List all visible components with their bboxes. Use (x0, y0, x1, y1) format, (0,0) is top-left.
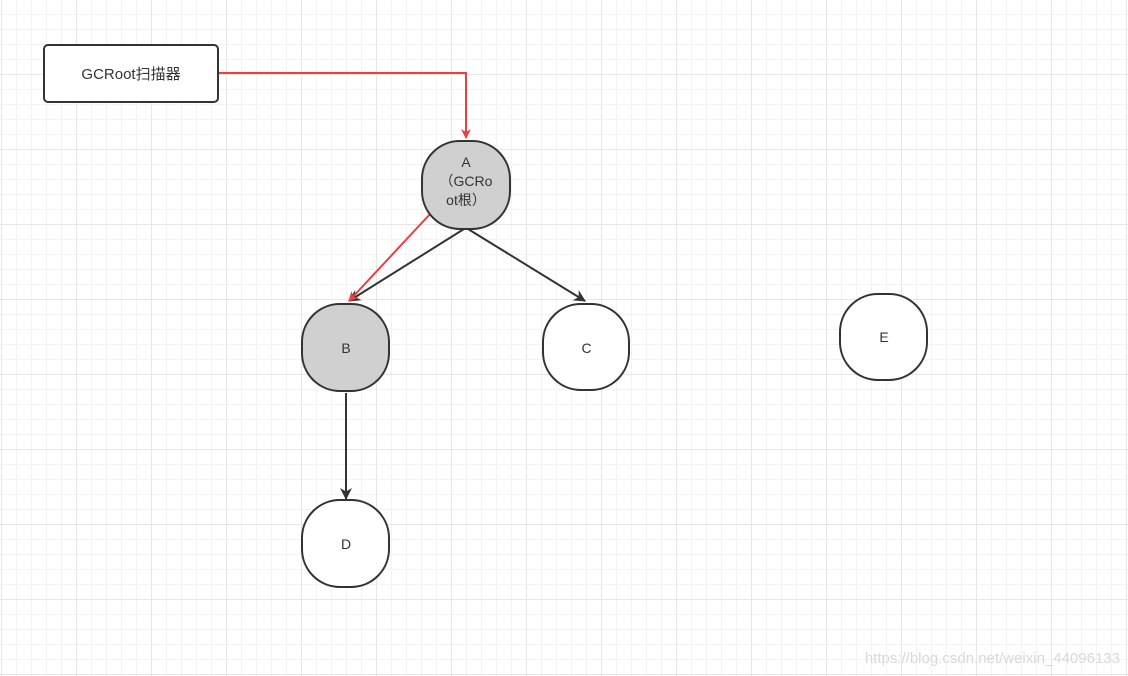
node-b-circle[interactable] (301, 303, 390, 392)
edge-scanner-to-a (218, 72, 471, 139)
node-e-circle[interactable] (839, 293, 928, 381)
edge-a-to-b-reference (348, 228, 465, 302)
node-a-label: A （GCRo ot根） (422, 154, 510, 211)
node-b-label: B (341, 340, 351, 356)
node-c-circle[interactable] (542, 303, 630, 391)
node-a-label-line-3: ot根） (446, 192, 486, 208)
node-a-circle[interactable] (421, 140, 511, 230)
gcroot-scanner-label: GCRoot扫描器 (81, 66, 181, 83)
watermark-text: https://blog.csdn.net/weixin_44096133 (864, 650, 1120, 667)
gcroot-scanner-box[interactable]: GCRoot扫描器 (43, 44, 219, 103)
node-a-label-line-1: A (461, 154, 471, 170)
node-d-circle[interactable] (301, 499, 390, 588)
node-a-label-line-2: （GCRo (439, 173, 493, 189)
node-c-label: C (581, 340, 592, 356)
edge-a-to-b-scan (348, 212, 432, 302)
edge-a-to-c (467, 228, 586, 302)
node-e-label: E (879, 329, 889, 345)
node-d-label: D (340, 536, 352, 552)
